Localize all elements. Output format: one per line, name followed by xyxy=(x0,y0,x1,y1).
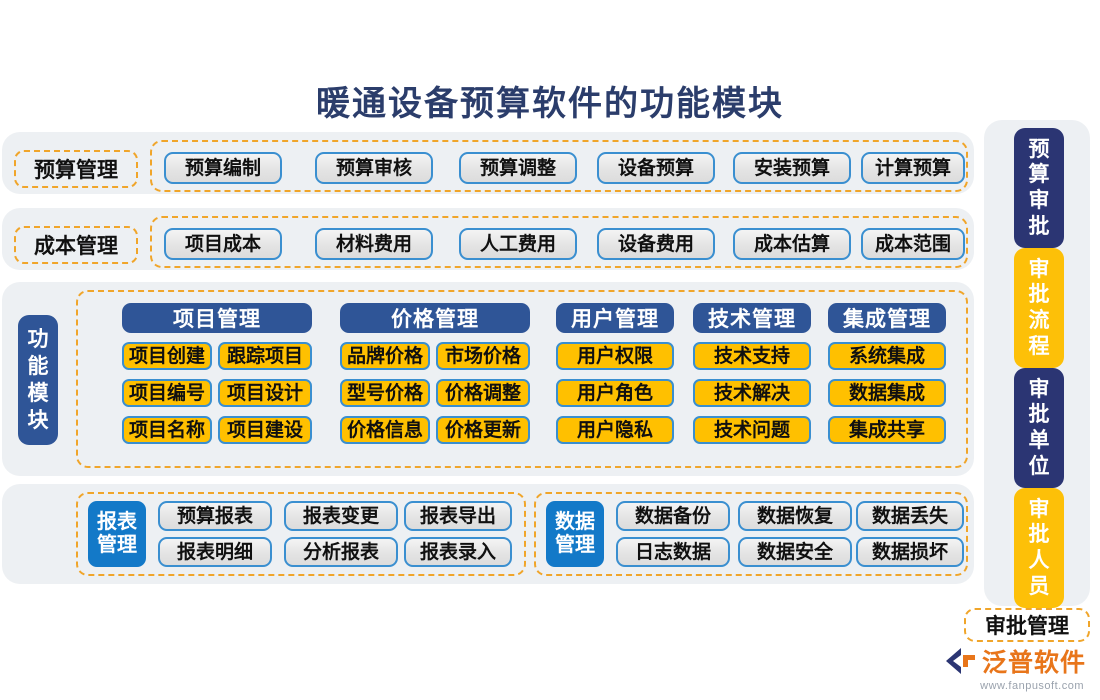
approval-unit-char-1: 批 xyxy=(1028,402,1050,427)
module-item-tech-1[interactable]: 技术解决 xyxy=(693,379,811,407)
function-modules-group xyxy=(76,290,968,468)
approval-footer-label[interactable]: 审批管理 xyxy=(964,608,1090,642)
data-label-line1: 数据 xyxy=(555,511,595,533)
module-item-integration-0[interactable]: 系统集成 xyxy=(828,342,946,370)
report-item-5[interactable]: 报表录入 xyxy=(404,537,512,567)
approval-flow-char-2: 流 xyxy=(1028,308,1050,332)
cost-item-4[interactable]: 成本估算 xyxy=(733,228,851,260)
module-item-price-4[interactable]: 价格信息 xyxy=(340,416,430,444)
function-modules-side-label[interactable]: 功 能 模 块 xyxy=(18,315,58,445)
report-management-group xyxy=(76,492,526,576)
bottom-panel xyxy=(2,484,974,584)
category-chip-budget[interactable]: 预算管理 xyxy=(14,150,138,188)
side-label-char-3: 块 xyxy=(27,407,49,432)
module-item-integration-2[interactable]: 集成共享 xyxy=(828,416,946,444)
approval-budget-char-3: 批 xyxy=(1028,213,1050,238)
approval-block-budget[interactable]: 预 算 审 批 xyxy=(1014,128,1064,248)
approval-person-char-3: 员 xyxy=(1028,573,1050,598)
module-item-integration-1[interactable]: 数据集成 xyxy=(828,379,946,407)
data-item-4[interactable]: 数据安全 xyxy=(738,537,852,567)
approval-flow-char-3: 程 xyxy=(1028,333,1050,358)
cost-item-5[interactable]: 成本范围 xyxy=(861,228,965,260)
approval-unit-char-3: 位 xyxy=(1028,453,1050,478)
module-item-price-0[interactable]: 品牌价格 xyxy=(340,342,430,370)
budget-item-3[interactable]: 设备预算 xyxy=(597,152,715,184)
module-item-tech-2[interactable]: 技术问题 xyxy=(693,416,811,444)
module-item-project-0[interactable]: 项目创建 xyxy=(122,342,212,370)
module-header-price[interactable]: 价格管理 xyxy=(340,303,530,333)
approval-person-char-0: 审 xyxy=(1028,496,1050,521)
logo-url: www.fanpusoft.com xyxy=(980,680,1084,692)
fanpu-mark-icon xyxy=(945,648,975,674)
side-label-char-1: 能 xyxy=(27,354,49,379)
module-item-project-2[interactable]: 项目编号 xyxy=(122,379,212,407)
module-item-tech-0[interactable]: 技术支持 xyxy=(693,342,811,370)
module-item-project-5[interactable]: 项目建设 xyxy=(218,416,312,444)
approval-budget-char-2: 审 xyxy=(1028,188,1050,212)
report-item-4[interactable]: 分析报表 xyxy=(284,537,398,567)
approval-flow-char-0: 审 xyxy=(1028,256,1050,281)
cost-item-3[interactable]: 设备费用 xyxy=(597,228,715,260)
data-item-1[interactable]: 数据恢复 xyxy=(738,501,852,531)
report-item-3[interactable]: 报表明细 xyxy=(158,537,272,567)
module-item-project-3[interactable]: 项目设计 xyxy=(218,379,312,407)
data-management-label[interactable]: 数据 管理 xyxy=(546,501,604,567)
report-item-2[interactable]: 报表导出 xyxy=(404,501,512,531)
logo-row: 泛普软件 xyxy=(944,643,1086,679)
module-header-user[interactable]: 用户管理 xyxy=(556,303,674,333)
module-item-project-4[interactable]: 项目名称 xyxy=(122,416,212,444)
brand-logo: 泛普软件 www.fanpusoft.com xyxy=(944,643,1086,692)
approval-block-person[interactable]: 审 批 人 员 xyxy=(1014,488,1064,608)
side-label-char-2: 模 xyxy=(27,381,49,405)
module-header-project[interactable]: 项目管理 xyxy=(122,303,312,333)
report-item-0[interactable]: 预算报表 xyxy=(158,501,272,531)
data-management-group xyxy=(534,492,968,576)
module-item-price-5[interactable]: 价格更新 xyxy=(436,416,530,444)
approval-budget-char-0: 预 xyxy=(1028,136,1050,161)
approval-budget-char-1: 算 xyxy=(1028,162,1050,187)
approval-flow-char-1: 批 xyxy=(1028,282,1050,307)
budget-items-group xyxy=(150,140,968,192)
module-item-user-0[interactable]: 用户权限 xyxy=(556,342,674,370)
report-label-line1: 报表 xyxy=(97,511,137,533)
data-item-5[interactable]: 数据损坏 xyxy=(856,537,964,567)
page-title: 暖通设备预算软件的功能模块 xyxy=(316,86,784,123)
module-item-price-3[interactable]: 价格调整 xyxy=(436,379,530,407)
budget-item-1[interactable]: 预算审核 xyxy=(315,152,433,184)
approval-block-unit[interactable]: 审 批 单 位 xyxy=(1014,368,1064,488)
side-label-char-0: 功 xyxy=(27,327,49,352)
module-item-price-2[interactable]: 型号价格 xyxy=(340,379,430,407)
budget-item-2[interactable]: 预算调整 xyxy=(459,152,577,184)
module-item-user-2[interactable]: 用户隐私 xyxy=(556,416,674,444)
cost-item-0[interactable]: 项目成本 xyxy=(164,228,282,260)
logo-name: 泛普软件 xyxy=(981,649,1086,677)
approval-unit-char-2: 单 xyxy=(1028,428,1050,452)
cost-item-2[interactable]: 人工费用 xyxy=(459,228,577,260)
data-item-2[interactable]: 数据丢失 xyxy=(856,501,964,531)
budget-item-4[interactable]: 安装预算 xyxy=(733,152,851,184)
approval-person-char-2: 人 xyxy=(1028,548,1050,572)
module-header-integration[interactable]: 集成管理 xyxy=(828,303,946,333)
report-item-1[interactable]: 报表变更 xyxy=(284,501,398,531)
data-label-line2: 管理 xyxy=(555,534,595,556)
budget-item-0[interactable]: 预算编制 xyxy=(164,152,282,184)
category-chip-cost[interactable]: 成本管理 xyxy=(14,226,138,264)
approval-person-char-1: 批 xyxy=(1028,522,1050,547)
module-item-price-1[interactable]: 市场价格 xyxy=(436,342,530,370)
cost-items-group xyxy=(150,216,968,268)
module-header-tech[interactable]: 技术管理 xyxy=(693,303,811,333)
approval-unit-char-0: 审 xyxy=(1028,376,1050,401)
report-management-label[interactable]: 报表 管理 xyxy=(88,501,146,567)
module-item-project-1[interactable]: 跟踪项目 xyxy=(218,342,312,370)
module-item-user-1[interactable]: 用户角色 xyxy=(556,379,674,407)
budget-item-5[interactable]: 计算预算 xyxy=(861,152,965,184)
report-label-line2: 管理 xyxy=(97,534,137,556)
data-item-0[interactable]: 数据备份 xyxy=(616,501,730,531)
cost-item-1[interactable]: 材料费用 xyxy=(315,228,433,260)
data-item-3[interactable]: 日志数据 xyxy=(616,537,730,567)
approval-block-flow[interactable]: 审 批 流 程 xyxy=(1014,248,1064,368)
